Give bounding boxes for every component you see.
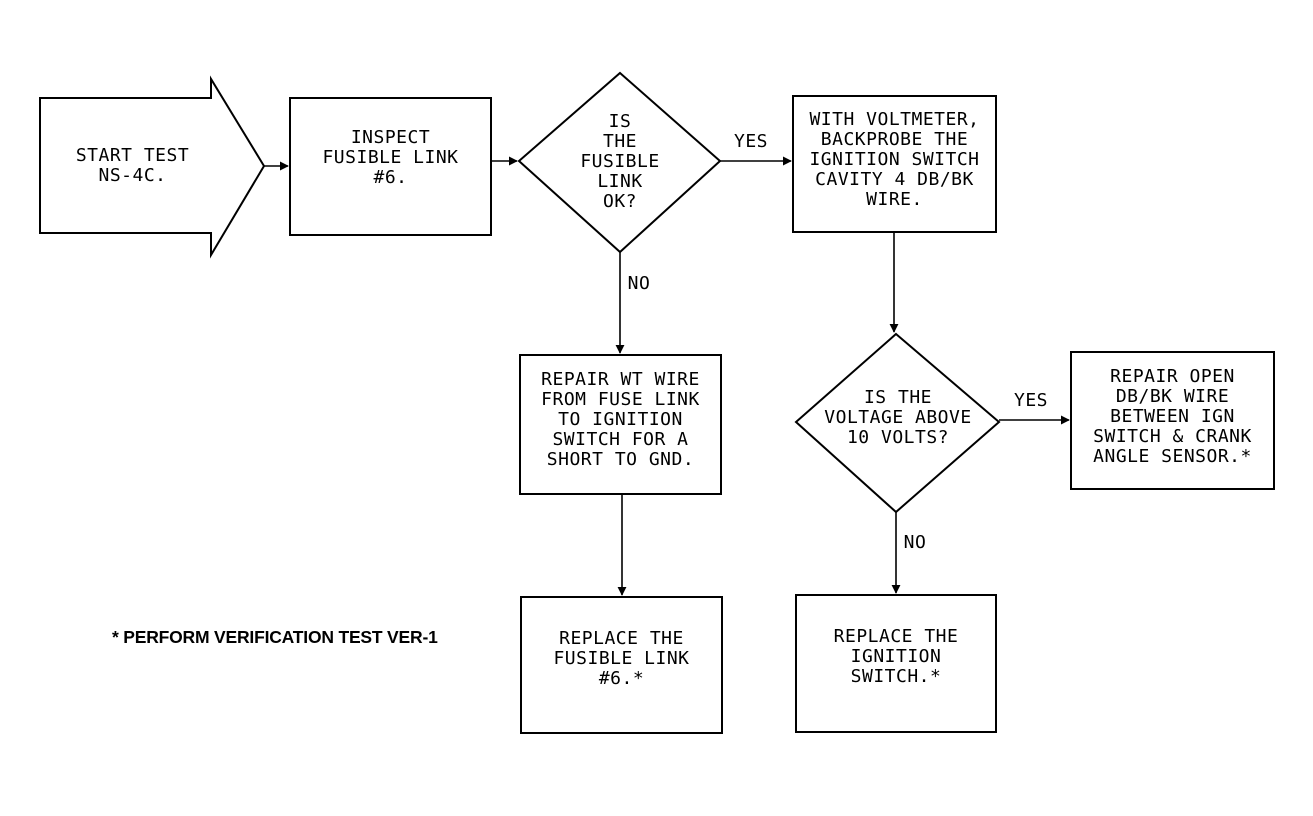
voltage-yes-label: YES	[1013, 390, 1048, 411]
voltage-decision-text: IS THE VOLTAGE ABOVE 10 VOLTS?	[824, 387, 972, 448]
start-arrow-shape	[39, 75, 266, 259]
voltmeter-node-text: WITH VOLTMETER, BACKPROBE THE IGNITION S…	[809, 109, 980, 210]
replace-link-box	[520, 596, 723, 734]
voltage-no-label: NO	[903, 532, 927, 553]
replace-link-node-text: REPLACE THE FUSIBLE LINK #6.*	[553, 628, 690, 689]
replace-switch-box	[795, 594, 997, 733]
repair-open-box	[1070, 351, 1275, 490]
fusible-yes-label: YES	[733, 131, 768, 152]
fusible-decision-text: IS THE FUSIBLE LINK OK?	[580, 111, 660, 212]
voltmeter-box	[792, 95, 997, 233]
repair-open-node-text: REPAIR OPEN DB/BK WIRE BETWEEN IGN SWITC…	[1093, 366, 1252, 467]
inspect-box	[289, 97, 492, 236]
fusible-no-label: NO	[627, 273, 651, 294]
start-node-text: START TEST NS-4C.	[75, 144, 190, 186]
replace-switch-node-text: REPLACE THE IGNITION SWITCH.*	[833, 626, 959, 687]
repair-wt-node-text: REPAIR WT WIRE FROM FUSE LINK TO IGNITIO…	[541, 369, 700, 470]
verification-footnote: * PERFORM VERIFICATION TEST VER-1	[112, 627, 438, 647]
repair-wt-box	[519, 354, 722, 495]
inspect-node-text: INSPECT FUSIBLE LINK #6.	[322, 127, 459, 188]
